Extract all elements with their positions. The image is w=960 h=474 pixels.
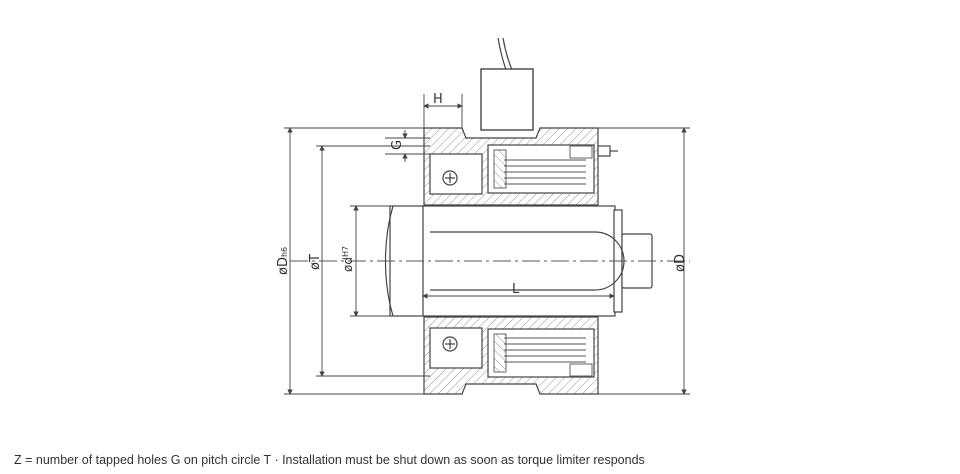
label-L: L — [512, 282, 520, 297]
label-T: øT — [308, 254, 323, 270]
label-D-h6-main: øD — [276, 257, 291, 275]
svg-text:ødH7: ødH7 — [341, 246, 355, 272]
dimension-H — [423, 94, 463, 128]
upper-housing-section — [423, 127, 618, 206]
dimension-D-h6 — [284, 127, 424, 395]
caption: Z = number of tapped holes G on pitch ci… — [14, 453, 645, 467]
sensor-cable — [497, 37, 513, 71]
dimension-T — [316, 145, 430, 377]
sensor-housing — [480, 68, 534, 131]
dimension-D-right — [598, 127, 690, 395]
dimension-G — [385, 130, 430, 162]
dimension-d-H7 — [350, 205, 390, 317]
lower-housing-section — [423, 316, 599, 395]
label-d-main: ød — [341, 257, 355, 272]
label-G: G — [390, 140, 405, 150]
label-D-right: øD — [673, 254, 688, 272]
label-D-h6-sub: h6 — [280, 247, 289, 257]
label-H: H — [433, 92, 443, 107]
label-d-sub: H7 — [341, 246, 350, 257]
svg-text:øDh6: øDh6 — [276, 247, 291, 275]
